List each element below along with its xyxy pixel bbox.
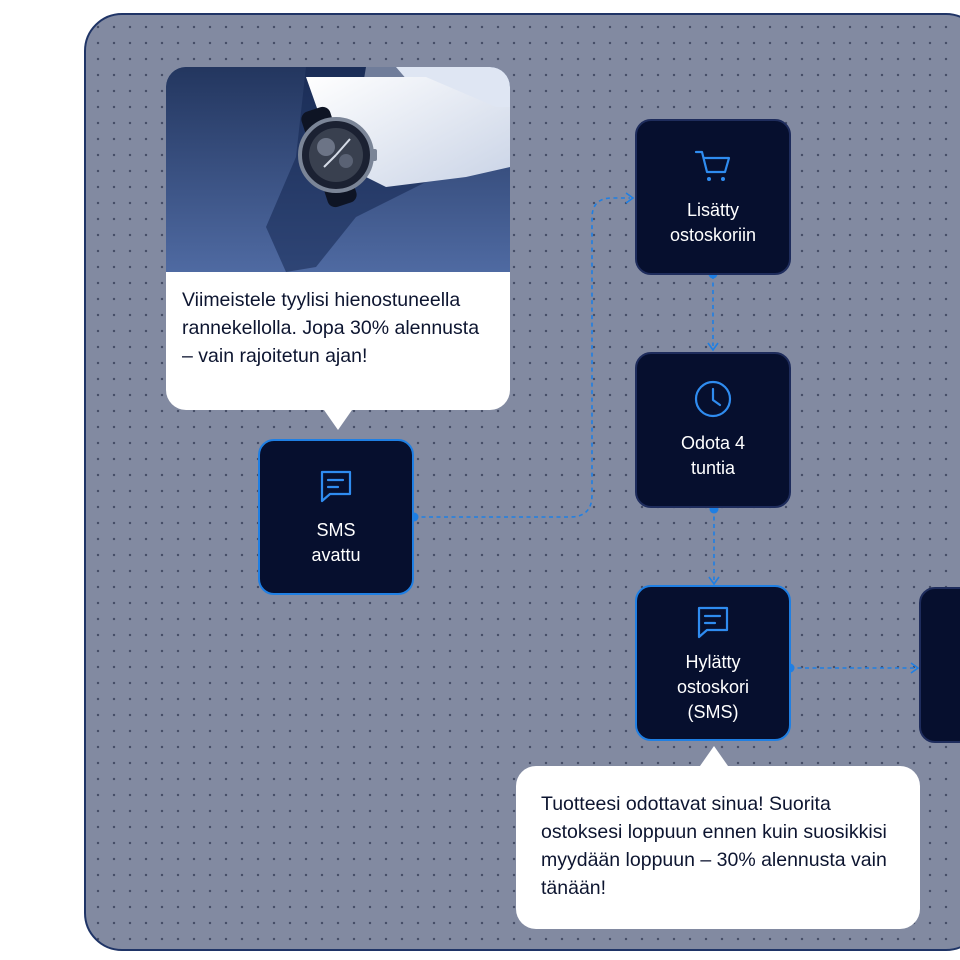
cart-icon: [694, 150, 731, 181]
node-label: SMS avattu: [311, 520, 361, 565]
node-label: Lisätty ostoskoriin: [669, 200, 757, 245]
abandoned-cart-message-bubble: Tuotteesi odottavat sinua! Suorita ostok…: [516, 746, 920, 929]
watch-illustration: [166, 67, 510, 272]
chat-icon: [320, 470, 352, 503]
chat-icon: [697, 606, 729, 638]
watch-photo: [166, 67, 510, 272]
sms-message-bubble: Viimeistele tyylisi hienostuneella ranne…: [166, 67, 510, 430]
node-abandoned-cart[interactable]: Hylätty ostoskori (SMS): [635, 585, 791, 741]
node-added-to-cart[interactable]: Lisätty ostoskoriin: [635, 119, 791, 275]
node-label: Odota 4 tuntia: [680, 433, 746, 478]
node-label: Hylätty ostoskori (SMS): [676, 651, 750, 722]
node-next-partial[interactable]: [919, 587, 960, 743]
bubble-tail: [324, 410, 352, 430]
abandoned-cart-message-text: Tuotteesi odottavat sinua! Suorita ostok…: [541, 793, 887, 899]
node-wait[interactable]: Odota 4 tuntia: [635, 352, 791, 508]
clock-icon: [694, 380, 732, 418]
sms-message-text: Viimeistele tyylisi hienostuneella ranne…: [182, 289, 480, 367]
node-sms-opened[interactable]: SMS avattu: [258, 439, 414, 595]
bubble-tail: [700, 746, 728, 766]
